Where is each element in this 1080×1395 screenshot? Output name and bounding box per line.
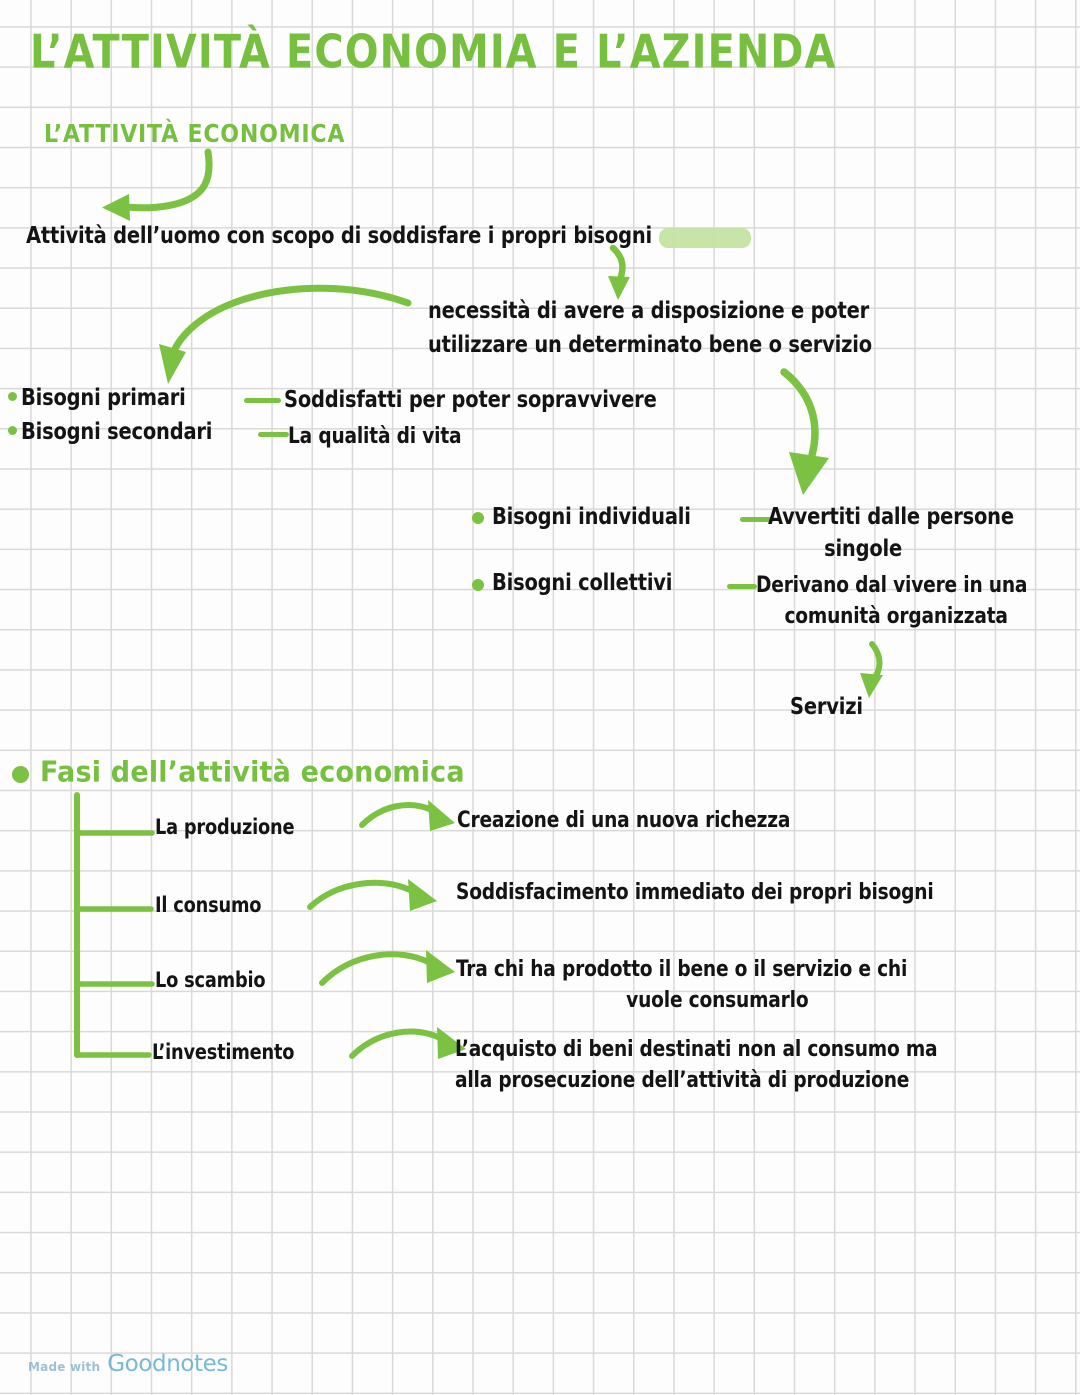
arrow-fase-scambio (319, 950, 455, 986)
watermark-made-with-label: Made with (28, 1360, 101, 1374)
needs-scope-desc-1-line1: Derivano dal vivere in una (756, 573, 1028, 598)
fase-desc-1-line1: Soddisfacimento immediato dei propri bis… (456, 880, 934, 905)
fase-label-2: Lo scambio (155, 968, 266, 992)
arrow-fase-consumo (307, 879, 437, 911)
bisogni-definition-line1: necessità di avere a disposizione e pote… (428, 298, 870, 324)
fase-desc-0-line1: Creazione di una nuova richezza (457, 808, 791, 833)
arrow-fase-produzione (359, 800, 455, 831)
needs-type-label-0: Bisogni primari (21, 385, 186, 411)
bullet-bisogni-primari (8, 392, 17, 401)
fase-desc-2-line1: Tra chi ha prodotto il bene o il servizi… (456, 957, 908, 982)
watermark-brand-label: Goodnotes (107, 1351, 229, 1377)
arrow-subtitle-to-definition (102, 148, 213, 221)
dash-connector-primari (244, 398, 281, 403)
needs-scope-label-0: Bisogni individuali (492, 504, 691, 530)
bullet-bisogni-individuali (472, 512, 484, 524)
servizi-label: Servizi (790, 694, 863, 720)
arrow-to-servizi (860, 641, 883, 698)
fase-label-1: Il consumo (155, 893, 262, 917)
dash-connector-individuali (740, 517, 772, 522)
fase-label-0: La produzione (155, 815, 295, 839)
arrow-definition-to-needs-list (159, 284, 412, 384)
dash-connector-collettivi (727, 584, 757, 589)
bullet-bisogni-secondari (8, 426, 17, 435)
bullet-fasi-heading (12, 766, 29, 783)
needs-type-label-1: Bisogni secondari (21, 419, 213, 445)
bullet-bisogni-collettivi (472, 579, 484, 591)
needs-scope-label-1: Bisogni collettivi (492, 570, 673, 596)
arrow-bisogni-to-definition (608, 244, 630, 300)
section-subtitle: L’ATTIVITÀ ECONOMICA (44, 120, 346, 149)
dash-connector-secondari (258, 432, 289, 437)
arrow-fase-investimento (349, 1027, 466, 1059)
bisogni-definition-line2: utilizzare un determinato bene o servizi… (428, 332, 872, 358)
fase-desc-3-line2: alla prosecuzione dell’attività di produ… (455, 1068, 910, 1093)
needs-scope-desc-1-line2: comunità organizzata (784, 604, 1008, 629)
needs-type-desc-0: Soddisfatti per poter sopravvivere (284, 387, 657, 413)
fase-label-3: L’investimento (152, 1040, 295, 1064)
needs-type-desc-1: La qualità di vita (288, 424, 462, 449)
fasi-bracket (74, 792, 155, 1058)
fasi-heading: Fasi dell’attività economica (40, 756, 465, 789)
needs-scope-desc-0-line2: singole (824, 536, 902, 562)
highlight-bisogni (659, 228, 751, 248)
needs-scope-desc-0-line1: Avvertiti dalle persone (768, 504, 1014, 530)
fase-desc-2-line2: vuole consumarlo (626, 988, 809, 1013)
page-title: L’ATTIVITÀ ECONOMIA E L’AZIENDA (30, 24, 837, 79)
goodnotes-watermark: Made with Goodnotes (28, 1351, 228, 1377)
definition-main-text: Attività dell’uomo con scopo di soddisfa… (26, 223, 652, 249)
arrow-to-needs-scope (780, 368, 829, 495)
fase-desc-3-line1: L’acquisto di beni destinati non al cons… (455, 1037, 938, 1062)
